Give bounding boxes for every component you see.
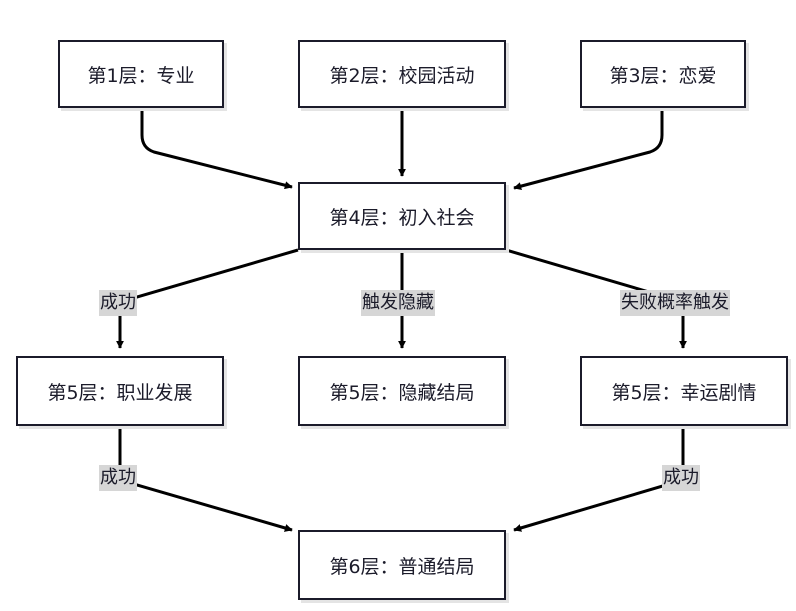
edge-society-to-career [116,248,299,349]
edge-label-success-career: 成功 [99,290,137,316]
node-career-development: 第5层：职业发展 [16,356,224,426]
edge-label-failure-chance: 失败概率触发 [620,290,730,316]
node-lucky-plot: 第5层：幸运剧情 [580,356,788,426]
edge-lucky-to-normal [513,426,685,532]
edge-label-trigger-hidden: 触发隐藏 [361,290,435,316]
node-love: 第3层：恋爱 [580,40,746,108]
edge-career-to-normal [118,426,293,532]
node-hidden-ending: 第5层：隐藏结局 [298,356,506,426]
node-normal-ending: 第6层：普通结局 [298,530,506,600]
edge-major-to-society [140,108,293,190]
edge-label-lucky-success: 成功 [662,465,700,491]
node-campus-activities: 第2层：校园活动 [298,40,506,108]
node-enter-society: 第4层：初入社会 [298,182,506,250]
edge-love-to-society [513,108,664,191]
node-major: 第1层：专业 [58,40,224,108]
edge-label-career-success: 成功 [99,465,137,491]
